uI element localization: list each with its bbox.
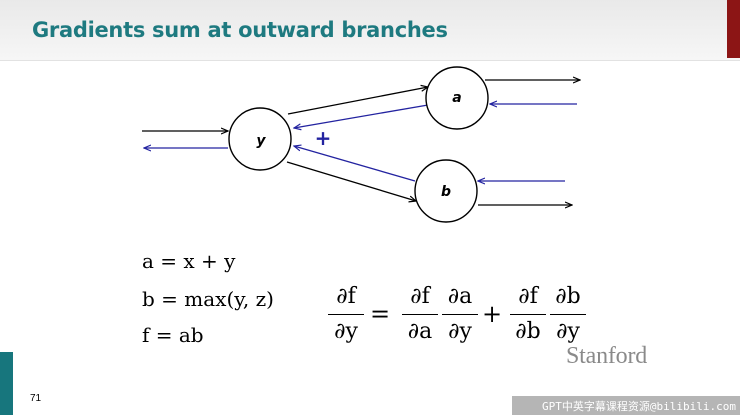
slide-title: Gradients sum at outward branches <box>32 18 448 42</box>
equation-a-definition: a = x + y <box>142 249 236 273</box>
fraction-denominator: ∂y <box>448 319 472 344</box>
teal-accent-bar <box>0 352 13 415</box>
forward-arrow-y-to-a <box>287 87 428 115</box>
fraction-denominator: ∂b <box>515 319 541 344</box>
node-a-circle <box>425 66 489 130</box>
watermark-text: GPT中英字幕课程资源@bilibili.com <box>542 400 736 413</box>
equation-b-definition: b = max(y, z) <box>142 287 274 311</box>
fraction-da-dy: ∂a ∂y <box>442 282 478 347</box>
fraction-numerator: ∂f <box>410 284 430 309</box>
fraction-bar <box>442 314 478 315</box>
equation-f-definition: f = ab <box>142 323 204 347</box>
stanford-logo-text: Stanford <box>566 343 648 369</box>
equals-sign: = <box>370 300 391 328</box>
fraction-denominator: ∂y <box>334 319 358 344</box>
fraction-numerator: ∂f <box>518 284 538 309</box>
fraction-bar <box>328 314 364 315</box>
fraction-bar <box>510 314 546 315</box>
node-b-label: b <box>441 184 451 200</box>
fraction-bar <box>402 314 438 315</box>
fraction-df-dy: ∂f ∂y <box>328 282 364 347</box>
fraction-numerator: ∂f <box>336 284 356 309</box>
fraction-numerator: ∂b <box>555 284 581 309</box>
fraction-numerator: ∂a <box>447 284 473 309</box>
chain-rule-equation: ∂f ∂y = ∂f ∂a ∂a ∂y + ∂f ∂b ∂b ∂y <box>328 276 588 356</box>
title-band <box>0 0 740 61</box>
node-a-label: a <box>452 90 461 106</box>
node-y-label: y <box>256 133 266 149</box>
fraction-bar <box>550 314 586 315</box>
node-b-circle <box>414 159 478 223</box>
gradient-arrow-b-to-y <box>294 146 416 182</box>
red-accent-bar <box>727 0 740 58</box>
fraction-db-dy: ∂b ∂y <box>550 282 586 347</box>
fraction-df-db: ∂f ∂b <box>510 282 546 347</box>
fraction-df-da: ∂f ∂a <box>402 282 438 347</box>
gradient-arrow-a-to-y <box>294 104 429 128</box>
node-y-circle <box>228 107 292 171</box>
page-number: 71 <box>30 393 42 404</box>
forward-arrow-y-to-b <box>286 161 416 201</box>
fraction-denominator: ∂a <box>407 319 433 344</box>
plus-sign: + <box>482 300 503 328</box>
gradient-sum-plus-sign: + <box>315 126 332 150</box>
fraction-denominator: ∂y <box>556 319 580 344</box>
video-watermark: GPT中英字幕课程资源@bilibili.com <box>512 396 740 415</box>
